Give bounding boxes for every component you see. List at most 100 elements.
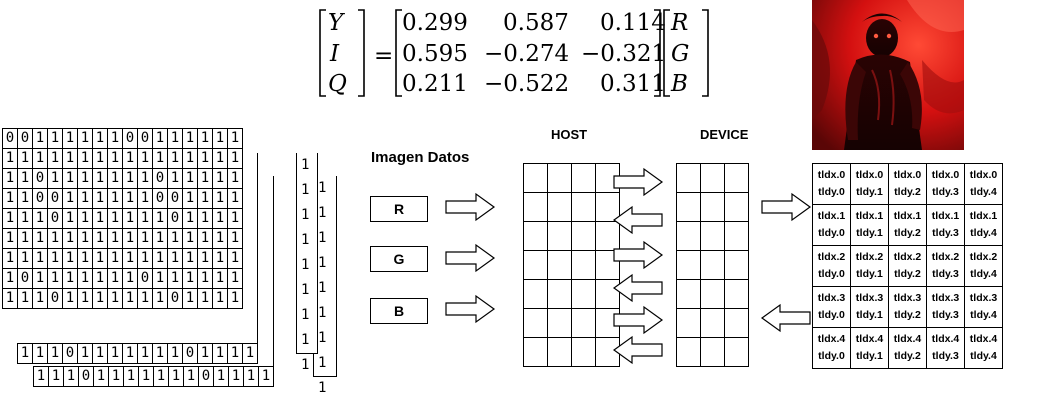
memory-row — [676, 192, 749, 222]
binary-cell: 1 — [182, 248, 198, 269]
memory-cell — [700, 250, 725, 280]
thread-y-index: tldy.4 — [970, 227, 997, 239]
binary-cell: 1 — [62, 168, 78, 189]
memory-cell — [676, 308, 701, 338]
binary-cell: 1 — [2, 228, 18, 249]
binary-cell: 1 — [107, 128, 123, 149]
m-00: 0.299 — [402, 10, 468, 36]
memory-cell — [676, 192, 701, 222]
binary-cell: 1 — [77, 128, 93, 149]
binary-cell: 1 — [77, 208, 93, 229]
imagen-datos-label: Imagen Datos — [371, 149, 470, 166]
memory-row — [676, 250, 749, 280]
binary-cell: 1 — [47, 168, 63, 189]
memory-cell — [700, 221, 725, 251]
binary-cell: 0 — [47, 188, 63, 209]
thread-cell: tldx.4 tldy.4 — [964, 327, 1003, 369]
binary-cell: 1 — [301, 157, 310, 173]
lhs-i: I — [329, 41, 340, 67]
arrow-device-to-host-2 — [612, 273, 663, 303]
binary-cell: 1 — [2, 268, 18, 289]
thread-x-index: tldx.2 — [817, 251, 846, 263]
binary-cell: 1 — [137, 248, 153, 269]
binary-cell: 1 — [153, 366, 169, 387]
memory-cell — [547, 308, 572, 338]
binary-cell: 1 — [63, 366, 79, 387]
binary-cell: 1 — [77, 248, 93, 269]
arrow-b-to-host — [445, 294, 496, 324]
binary-cell: 1 — [212, 148, 228, 169]
rhs-b: B — [670, 71, 688, 97]
binary-cell: 1 — [212, 268, 228, 289]
binary-cell: 1 — [152, 128, 168, 149]
binary-cell: 1 — [152, 343, 168, 364]
memory-cell — [571, 279, 596, 309]
binary-cell: 1 — [212, 228, 228, 249]
thread-x-index: tldx.4 — [969, 333, 998, 345]
binary-cell: 1 — [122, 343, 138, 364]
memory-cell — [595, 337, 620, 367]
yiq-conversion-equation: Y I Q = 0.299 0.587 0.114 0.595 −0.274 −… — [319, 9, 709, 97]
binary-cell: 1 — [183, 366, 199, 387]
binary-cell: 1 — [167, 268, 183, 289]
binary-cell: 1 — [182, 148, 198, 169]
thread-y-index: tldy.3 — [932, 227, 959, 239]
m-22: 0.311 — [600, 71, 666, 97]
memory-cell — [700, 279, 725, 309]
binary-cell: 1 — [301, 207, 310, 223]
binary-cell: 1 — [47, 248, 63, 269]
thread-x-index: tldx.1 — [969, 210, 998, 222]
arrow-threads-to-device — [760, 303, 811, 333]
memory-cell — [595, 192, 620, 222]
binary-cell: 1 — [197, 168, 213, 189]
memory-cell — [724, 308, 749, 338]
binary-cell: 1 — [197, 148, 213, 169]
binary-cell: 1 — [122, 188, 138, 209]
memory-cell — [523, 221, 548, 251]
rhs-r: R — [670, 10, 688, 36]
binary-cell: 1 — [33, 366, 49, 387]
binary-cell: 1 — [2, 208, 18, 229]
binary-cell: 1 — [123, 366, 139, 387]
thread-y-index: tldy.0 — [818, 227, 845, 239]
binary-cell: 1 — [107, 208, 123, 229]
binary-cell: 1 — [122, 248, 138, 269]
memory-row — [523, 163, 620, 193]
binary-cell: 1 — [318, 305, 327, 321]
binary-cell: 1 — [48, 366, 64, 387]
thread-x-index: tldx.3 — [931, 292, 960, 304]
channel-b-box: B — [370, 298, 428, 324]
thread-y-index: tldy.4 — [970, 350, 997, 362]
thread-y-index: tldy.0 — [818, 186, 845, 198]
binary-cell: 1 — [197, 228, 213, 249]
binary-cell: 1 — [227, 128, 243, 149]
binary-cell: 1 — [137, 148, 153, 169]
binary-cell: 1 — [2, 248, 18, 269]
binary-cell: 1 — [152, 148, 168, 169]
binary-cell: 1 — [107, 268, 123, 289]
binary-cell: 1 — [32, 228, 48, 249]
binary-cell: 1 — [152, 248, 168, 269]
binary-cell: 1 — [212, 288, 228, 309]
red-channel-photo — [812, 0, 964, 150]
binary-cell: 0 — [17, 268, 33, 289]
binary-cell: 1 — [77, 343, 93, 364]
host-memory-grid — [523, 163, 620, 367]
thread-x-index: tldx.1 — [855, 210, 884, 222]
memory-cell — [523, 308, 548, 338]
binary-cell: 1 — [227, 228, 243, 249]
binary-cell: 1 — [182, 228, 198, 249]
lhs-q: Q — [328, 71, 347, 97]
memory-cell — [676, 250, 701, 280]
binary-cell: 1 — [318, 255, 327, 271]
